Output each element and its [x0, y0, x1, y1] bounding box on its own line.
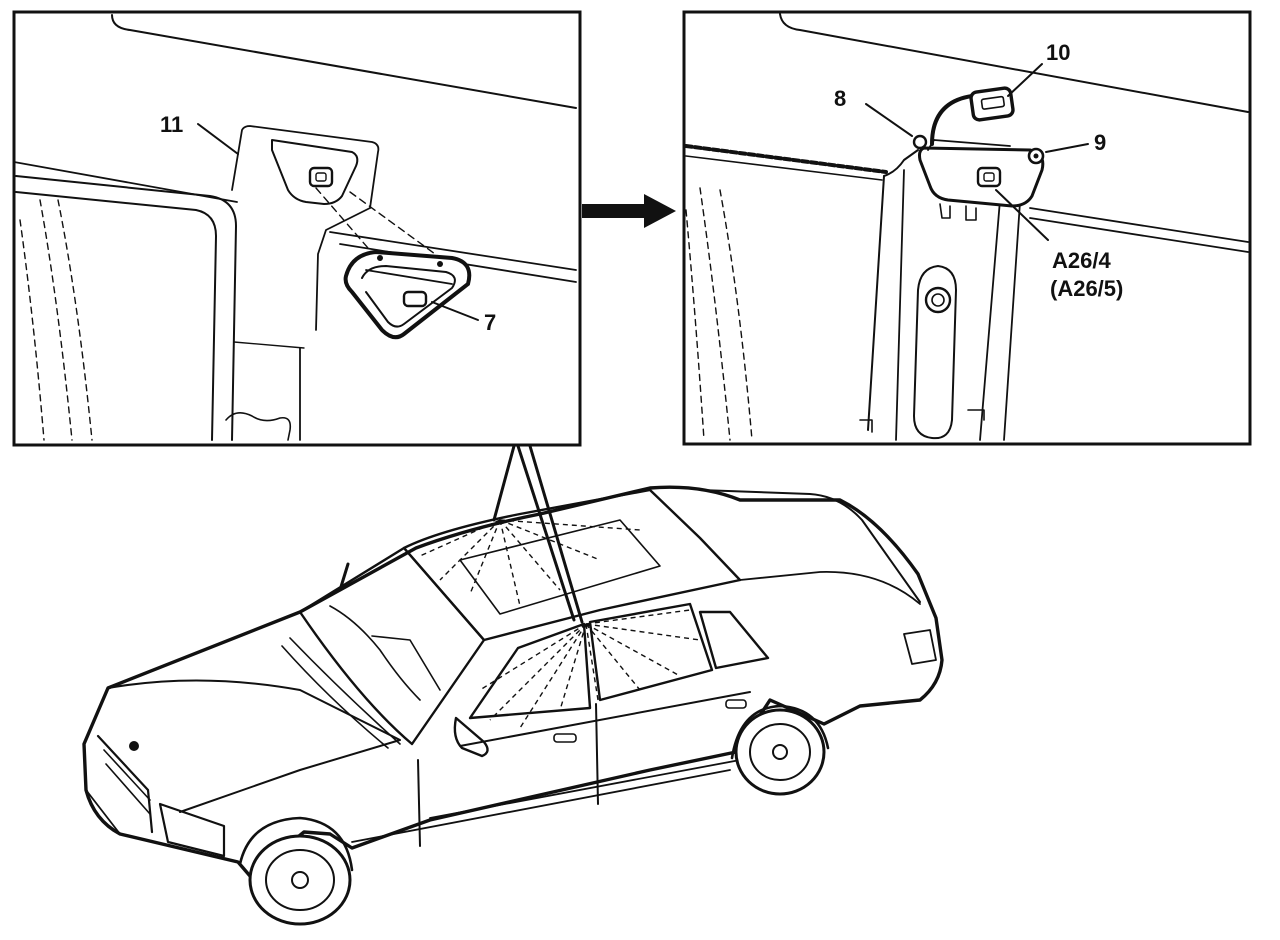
callout-8: 8: [834, 86, 846, 111]
connector-10: [969, 86, 1015, 122]
panel-frame-left: [12, 10, 582, 447]
rear-wheel: [730, 704, 830, 796]
callout-11: 11: [160, 112, 183, 137]
screw-9: [1027, 147, 1045, 165]
panel-frame-right: [682, 10, 1252, 446]
callout-10: 10: [1046, 40, 1070, 65]
screw-8: [912, 134, 928, 150]
sedan-car-icon: [82, 485, 944, 926]
callout-A26-4: A26/4: [1052, 248, 1111, 273]
callout-9: 9: [1094, 130, 1106, 155]
front-wheel: [238, 816, 354, 926]
trim-cover-part-7: [343, 249, 472, 340]
callout-A26-5: (A26/5): [1050, 276, 1123, 301]
callout-7: 7: [484, 310, 496, 335]
pointer-lines: [492, 444, 584, 624]
arrow-right-icon: [582, 194, 676, 228]
detail-panel-after: 10 8 9 A26/4 (A26/5): [682, 10, 1252, 446]
glass-hatching: [419, 519, 701, 729]
detail-panel-before: 11 7: [12, 10, 582, 447]
